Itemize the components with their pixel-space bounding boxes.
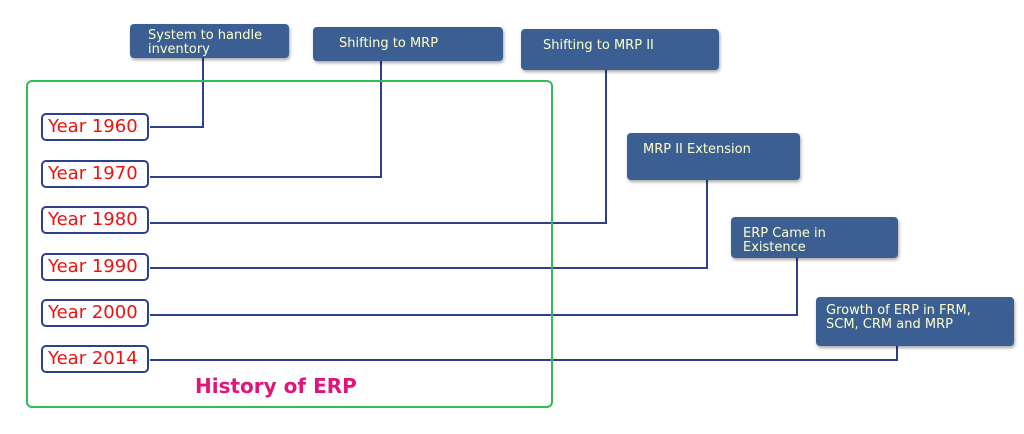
event-erp-existence: ERP Came in Existence bbox=[731, 217, 898, 258]
connector-2000 bbox=[150, 256, 798, 316]
connector-1990 bbox=[150, 178, 708, 269]
year-2014: Year 2014 bbox=[41, 345, 149, 373]
event-mrp: Shifting to MRP bbox=[313, 27, 503, 61]
event-mrp-ii: Shifting to MRP II bbox=[521, 29, 719, 70]
event-inventory: System to handle inventory bbox=[130, 24, 289, 58]
history-frame bbox=[26, 80, 553, 408]
year-1990: Year 1990 bbox=[41, 253, 149, 281]
diagram-title: History of ERP bbox=[195, 374, 357, 398]
connector-2014 bbox=[150, 344, 898, 361]
year-1960: Year 1960 bbox=[41, 113, 149, 141]
connector-1970 bbox=[150, 61, 382, 178]
year-2000: Year 2000 bbox=[41, 299, 149, 327]
year-1970: Year 1970 bbox=[41, 160, 149, 188]
year-1980: Year 1980 bbox=[41, 206, 149, 234]
event-erp-growth: Growth of ERP in FRM, SCM, CRM and MRP bbox=[816, 297, 1014, 346]
event-mrp-ii-extension: MRP II Extension bbox=[627, 133, 800, 180]
connector-1980 bbox=[150, 66, 607, 224]
